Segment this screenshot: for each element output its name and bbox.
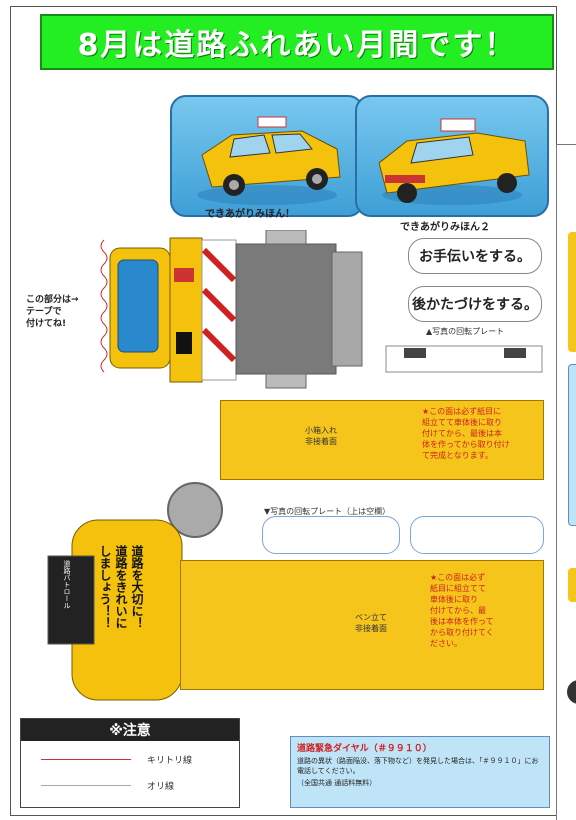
banner: 8月は道路ふれあい月間です！ [40,14,554,70]
side-circle [567,680,576,704]
car-photo-1-icon [197,116,341,205]
plate-cleanup: 後かたづけをする。 [408,286,542,322]
box-net-1 [220,400,544,480]
sign-text-3: しましょう！！ [98,545,112,629]
cut-line-swatch [41,759,131,760]
sign-text-2: 道路をきれいに [114,545,128,629]
roof-plate-1 [262,516,400,554]
box2-note: ★この面は必ず 紙目に組立てて 車体後に取り 付けてから、最 後は本体を作って … [430,573,494,648]
sign-small-text: 道路パトロール [63,560,71,609]
car-body-net [100,230,363,389]
box1-note: ★この面は必ず紙目に 組立てて車体後に取り 付けてから、最後は本 体を作ってから… [422,407,510,460]
cut-line-label: キリトリ線 [147,756,193,766]
front-plate-net [385,345,543,373]
tape-note: この部分は→ テープで 付けてね! [26,295,79,329]
front-plate-caption: ▲写真の回転プレート [426,327,505,336]
banner-title: 8月は道路ふれあい月間です！ [77,28,517,63]
side-tab-yellow-2 [568,568,576,602]
notice-title: ※注意 [21,719,239,741]
roof-plate-2 [410,516,544,554]
notice-box: ※注意 キリトリ線 オリ線 [20,718,240,808]
dial-note: （全国共通 通話料無料） [297,779,377,787]
legend-fold-line: オリ線 [41,779,174,792]
fold-line-label: オリ線 [147,782,175,792]
sample-photo-1 [170,95,364,217]
emergency-dial-box: 道路緊急ダイヤル（＃９９１０） 道路の異状（路面陥没、落下物など）を発見した場合… [290,736,550,808]
legend-cut-line: キリトリ線 [41,753,192,766]
photo-caption-2: できあがりみほん２ [400,222,490,233]
sign-text-1: 道路を大切に！ [130,545,144,629]
box2-caption: ベン立て 非接着面 [355,613,387,633]
plate-help: お手伝いをする。 [408,238,542,274]
car-photo-2-icon [378,118,530,205]
side-tab-yellow-1 [568,232,576,352]
side-tab-blue [568,364,576,526]
sign-net [47,519,183,701]
photo-caption-1: できあがりみほん！ [205,209,295,220]
round-piece [167,482,223,538]
dial-title: 道路緊急ダイヤル（＃９９１０） [297,744,432,754]
sample-photo-2 [355,95,549,217]
roof-plate-caption: ▼写真の回転プレート（上は空欄） [264,507,391,516]
fold-line-swatch [41,785,131,786]
dial-body: 道路の異状（路面陥没、落下物など）を発見した場合は、「＃９９１０」にお電話してく… [297,757,539,775]
box-net-2 [180,560,544,690]
box1-caption: 小箱入れ 非接着面 [305,426,337,446]
